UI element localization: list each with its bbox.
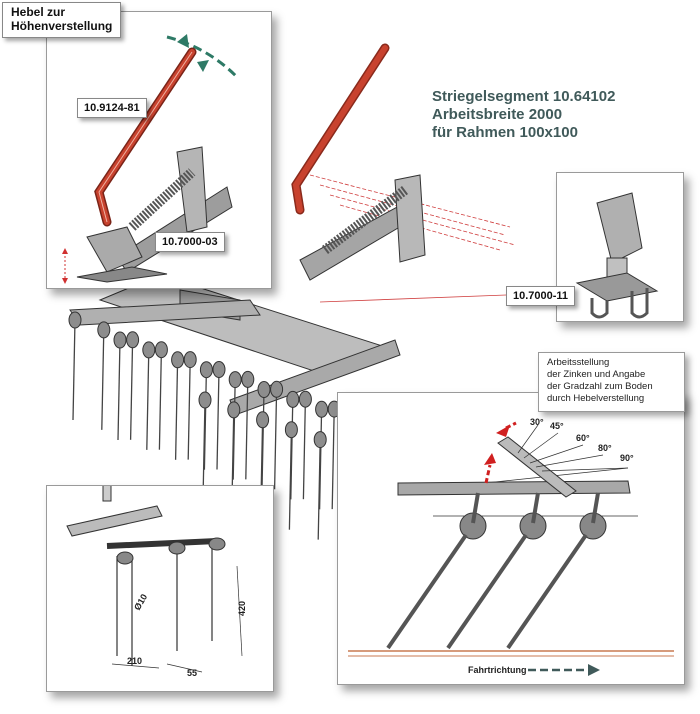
note-line3: der Gradzahl zum Boden bbox=[547, 381, 653, 392]
tine bbox=[245, 379, 249, 480]
mount-detail-panel bbox=[556, 172, 684, 322]
arrow-up-icon bbox=[62, 248, 68, 254]
angle-45: 45° bbox=[550, 421, 564, 431]
tine bbox=[117, 339, 121, 441]
part-label-mount: 10.7000-11 bbox=[506, 286, 576, 306]
tine-spring bbox=[256, 411, 270, 429]
page-title: Striegelsegment 10.64102 Arbeitsbreite 2… bbox=[432, 88, 615, 142]
tine-spring bbox=[241, 370, 255, 388]
mount-detail-drawing bbox=[575, 192, 659, 319]
tine-spring bbox=[142, 341, 156, 359]
title-line1: Striegelsegment 10.64102 bbox=[432, 88, 616, 105]
angle-90: 90° bbox=[620, 453, 634, 463]
tine-spring bbox=[284, 421, 298, 439]
angle-60: 60° bbox=[576, 433, 590, 443]
note-line4: durch Hebelverstellung bbox=[547, 393, 645, 404]
title-line2: Arbeitsbreite 2000 bbox=[432, 106, 563, 123]
working-position-panel: 30° 45° 60° 80° 90° Fahrtrichtung bbox=[337, 392, 685, 685]
lever-heading-line1: Hebel zur bbox=[11, 5, 66, 19]
tine bbox=[203, 369, 208, 470]
tine bbox=[331, 409, 335, 510]
arrow-icon bbox=[177, 34, 189, 48]
tine-spring bbox=[97, 321, 111, 339]
tine-spring bbox=[68, 311, 82, 329]
tine bbox=[146, 349, 150, 450]
tine bbox=[216, 369, 220, 470]
dimension-diameter: Ø10 bbox=[132, 592, 149, 612]
dimension-offset: 55 bbox=[187, 668, 197, 678]
arrow-icon bbox=[496, 425, 510, 437]
tine-spring bbox=[298, 390, 312, 408]
tine bbox=[318, 409, 323, 510]
dimension-length: 420 bbox=[237, 601, 247, 616]
arrow-down-icon bbox=[62, 278, 68, 284]
tine-spring bbox=[286, 390, 300, 408]
tine-spring bbox=[183, 351, 197, 369]
angle-80: 80° bbox=[598, 443, 612, 453]
direction-label: Fahrtrichtung bbox=[468, 665, 527, 675]
tine bbox=[72, 319, 76, 421]
tine-spring bbox=[126, 331, 140, 349]
working-position-drawing: 30° 45° 60° 80° 90° Fahrtrichtung bbox=[348, 417, 674, 676]
tine-spring bbox=[198, 391, 212, 409]
tine-spring bbox=[113, 331, 127, 349]
lever-heading-line2: Höhenverstellung bbox=[11, 19, 113, 33]
tine bbox=[290, 399, 294, 500]
tine-spring bbox=[270, 380, 284, 398]
tine bbox=[302, 399, 307, 500]
tine bbox=[129, 339, 134, 440]
arrow-icon bbox=[484, 453, 496, 465]
tine bbox=[187, 359, 191, 460]
dimensions-drawing: 210 55 420 Ø10 bbox=[66, 486, 247, 678]
dimensions-panel: 210 55 420 Ø10 bbox=[46, 485, 274, 692]
tine bbox=[158, 349, 163, 450]
tine-spring bbox=[227, 401, 241, 419]
tine bbox=[174, 359, 179, 460]
tine-spring bbox=[154, 341, 168, 359]
tine-spring bbox=[212, 361, 226, 378]
tine-spring bbox=[171, 351, 185, 369]
direction-arrow-icon bbox=[588, 664, 600, 676]
arrow-icon bbox=[197, 60, 209, 72]
tine bbox=[101, 329, 105, 430]
angle-30: 30° bbox=[530, 417, 544, 427]
tine-spring bbox=[313, 431, 327, 449]
tine bbox=[288, 429, 293, 530]
note-line1: Arbeitsstellung bbox=[547, 357, 610, 368]
dimension-spacing: 210 bbox=[127, 656, 142, 666]
part-label-bracket: 10.7000-03 bbox=[155, 232, 225, 252]
tine-spring bbox=[257, 381, 271, 398]
working-position-note: Arbeitsstellung der Zinken und Angabe de… bbox=[538, 352, 685, 412]
lever-heading-label: Hebel zur Höhenverstellung bbox=[2, 2, 122, 38]
tine bbox=[317, 439, 321, 540]
title-line3: für Rahmen 100x100 bbox=[432, 124, 578, 141]
tine bbox=[202, 399, 206, 501]
tine-spring bbox=[199, 361, 213, 379]
tine-spring bbox=[315, 400, 329, 418]
note-line2: der Zinken und Angabe bbox=[547, 369, 646, 380]
part-label-lever: 10.9124-81 bbox=[77, 98, 147, 118]
tine bbox=[232, 379, 236, 480]
lever-detail-drawing bbox=[62, 34, 239, 284]
tine-spring bbox=[228, 371, 242, 389]
tine bbox=[273, 389, 278, 490]
tine bbox=[261, 389, 265, 490]
